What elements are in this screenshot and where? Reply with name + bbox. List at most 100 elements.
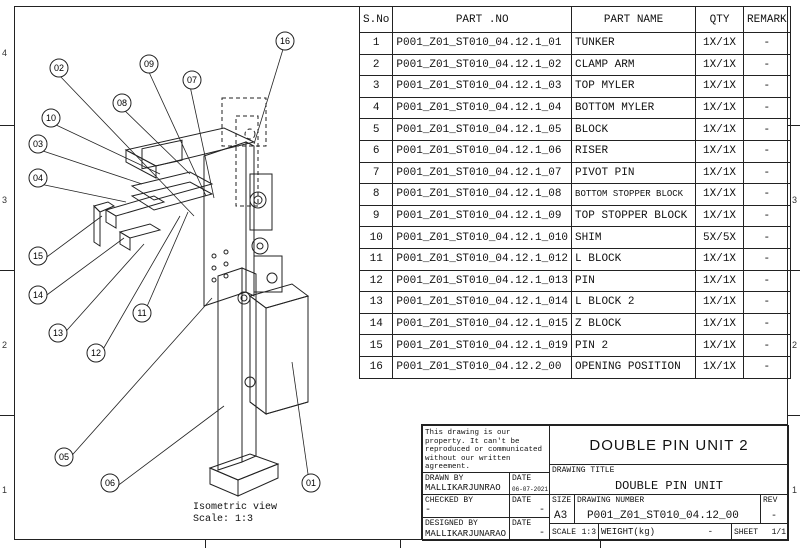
bom-header-row: S.No PART .NO PART NAME QTY REMARK: [358, 6, 791, 33]
balloon-15: 15: [28, 246, 48, 266]
bom-sno: 14: [358, 312, 394, 336]
zone-marker: 4: [2, 48, 8, 58]
checked-date-cell: DATE -: [509, 494, 550, 518]
bom-remark: -: [743, 204, 791, 228]
svg-text:16: 16: [280, 36, 290, 46]
bom-remark: -: [743, 75, 791, 98]
bom-part-no: P001_Z01_ST010_04.12.1_08: [392, 183, 573, 206]
bom-sno: 3: [358, 75, 394, 98]
bom-sno: 6: [358, 139, 394, 163]
zone-marker: 2: [792, 340, 798, 350]
bom-remark: -: [743, 118, 791, 141]
bom-sno: 4: [358, 96, 394, 120]
bom-remark: -: [743, 96, 791, 120]
balloon-07: 07: [182, 70, 202, 90]
svg-text:06: 06: [105, 478, 115, 488]
bom-part-no: P001_Z01_ST010_04.12.1_07: [392, 161, 573, 185]
bom-remark: -: [743, 139, 791, 163]
revision: -: [771, 511, 778, 522]
bom-remark: -: [743, 53, 791, 77]
bom-qty: 1X/1X: [695, 139, 745, 163]
bom-remark: -: [743, 247, 791, 271]
bom-sno: 2: [358, 53, 394, 77]
bom-qty: 1X/1X: [695, 53, 745, 77]
bom-sno: 7: [358, 161, 394, 185]
view-scale: Scale: 1:3: [193, 514, 254, 525]
balloon-02: 02: [49, 58, 69, 78]
size-cell: SIZE A3: [549, 494, 575, 524]
designed-by: MALLIKARJUNARAO: [425, 529, 507, 539]
svg-text:10: 10: [46, 113, 56, 123]
drawn-by-cell: DRAWN BY MALLIKARJUNRAO: [422, 472, 510, 495]
drawing-title: DOUBLE PIN UNIT: [614, 479, 724, 493]
svg-text:09: 09: [144, 59, 154, 69]
bom-part-no: P001_Z01_ST010_04.12.1_04: [392, 96, 573, 120]
balloon-09: 09: [139, 54, 159, 74]
balloon-03: 03: [28, 134, 48, 154]
drawn-date-cell: DATE 06-07-2021: [509, 472, 550, 495]
bom-remark: -: [743, 161, 791, 185]
bom-part-no: P001_Z01_ST010_04.12.1_09: [392, 204, 573, 228]
sheet-number: 1/1: [771, 528, 786, 537]
bom-remark: -: [743, 312, 791, 336]
bom-part-name: OPENING POSITION: [571, 355, 697, 379]
bom-qty: 1X/1X: [695, 161, 745, 185]
drawing-title-cell: DRAWING TITLE DOUBLE PIN UNIT: [549, 464, 789, 495]
bom-part-name: TOP STOPPER BLOCK: [571, 204, 697, 228]
svg-text:05: 05: [59, 452, 69, 462]
svg-text:08: 08: [117, 98, 127, 108]
bom-part-no: P001_Z01_ST010_04.12.1_01: [392, 32, 573, 55]
bom-part-no: P001_Z01_ST010_04.12.1_05: [392, 118, 573, 141]
balloon-13: 13: [48, 323, 68, 343]
svg-text:03: 03: [33, 139, 43, 149]
svg-text:07: 07: [187, 75, 197, 85]
designed-by-cell: DESIGNED BY MALLIKARJUNARAO: [422, 517, 510, 541]
sheet-size: A3: [554, 510, 568, 522]
col-qty: QTY: [695, 6, 745, 33]
svg-text:04: 04: [33, 173, 43, 183]
bom-qty: 5X/5X: [695, 226, 745, 249]
title-cell: DOUBLE PIN UNIT 2: [549, 425, 789, 465]
bom-part-name: L BLOCK: [571, 247, 697, 271]
drawing-number: P001_Z01_ST010_04.12_00: [587, 510, 739, 522]
col-part-name: PART NAME: [571, 6, 697, 33]
bom-part-name: BOTTOM MYLER: [571, 96, 697, 120]
weight-cell: WEIGHT(kg) -: [598, 523, 732, 541]
bom-part-no: P001_Z01_ST010_04.12.1_019: [392, 334, 573, 357]
bom-sno: 8: [358, 183, 394, 206]
bom-sno: 10: [358, 226, 394, 249]
bom-sno: 9: [358, 204, 394, 228]
bom-remark: -: [743, 334, 791, 357]
leader-lines: [39, 45, 311, 491]
bom-part-name: CLAMP ARM: [571, 53, 697, 77]
bom-qty: 1X/1X: [695, 291, 745, 314]
bom-remark: -: [743, 32, 791, 55]
bom-part-name: RISER: [571, 139, 697, 163]
balloon-08: 08: [112, 93, 132, 113]
bom-qty: 1X/1X: [695, 204, 745, 228]
checked-by: -: [425, 505, 432, 516]
zone-marker: 3: [792, 195, 798, 205]
bom-qty: 1X/1X: [695, 312, 745, 336]
property-notice: This drawing is our property. It can't b…: [422, 425, 550, 473]
view-name: Isometric view: [193, 502, 278, 513]
bom-sno: 5: [358, 118, 394, 141]
bom-part-no: P001_Z01_ST010_04.12.1_013: [392, 269, 573, 293]
bom-part-no: P001_Z01_ST010_04.12.1_03: [392, 75, 573, 98]
bom-remark: -: [743, 183, 791, 206]
svg-text:11: 11: [137, 308, 146, 318]
